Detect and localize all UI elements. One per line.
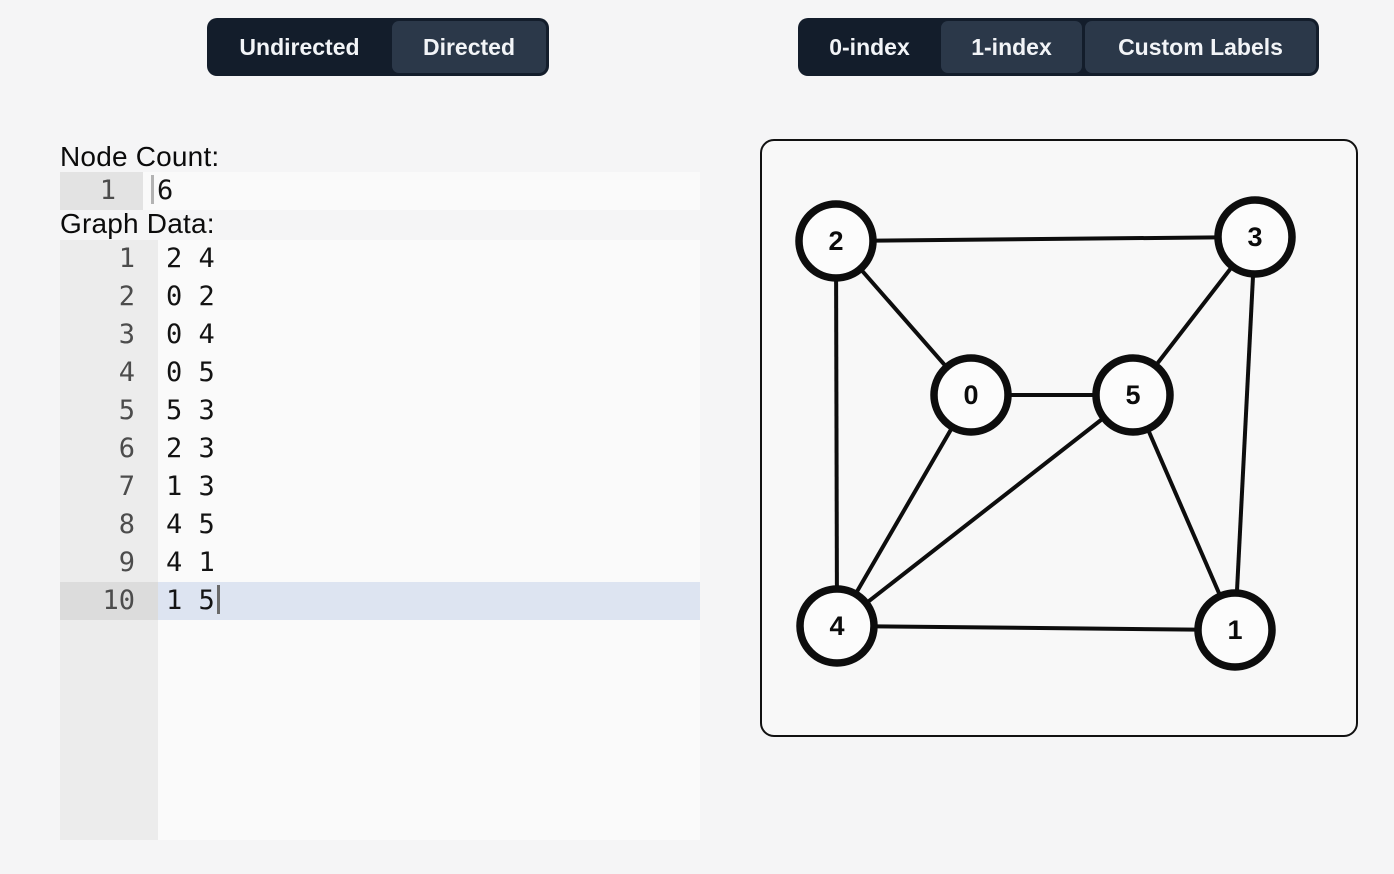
graph-edge-1-5 <box>1131 394 1237 631</box>
line-number: 3 <box>60 316 158 354</box>
editor-row: 1 6 <box>60 172 700 210</box>
node-circle[interactable] <box>1092 354 1174 436</box>
code-line[interactable]: 1 3 <box>166 471 215 502</box>
editor-row: 7 1 3 <box>60 468 700 506</box>
line-number: 7 <box>60 468 158 506</box>
graph-edge-0-4 <box>835 393 973 628</box>
graph-edge-2-4 <box>834 240 839 627</box>
line-number: 2 <box>60 278 158 316</box>
code-line[interactable]: 2 3 <box>166 433 215 464</box>
code-line[interactable]: 5 3 <box>166 395 215 426</box>
node-label: 3 <box>1247 222 1262 252</box>
graph-edge-4-5 <box>835 393 1135 628</box>
graph-svg: 2 3 0 5 4 1 <box>795 196 1296 671</box>
graph-data-editor[interactable]: 1 2 4 2 0 2 3 0 4 4 0 5 5 5 3 6 2 3 7 1 … <box>60 240 700 840</box>
graph-node-3[interactable]: 3 <box>1214 196 1296 278</box>
line-number: 5 <box>60 392 158 430</box>
text-cursor <box>216 585 220 614</box>
node-circle[interactable] <box>1214 196 1296 278</box>
line-number: 1 <box>60 172 143 210</box>
node-label: 2 <box>828 226 843 256</box>
graph-data-label: Graph Data: <box>60 208 215 239</box>
text-cursor <box>151 175 154 204</box>
node-circle[interactable] <box>930 354 1012 436</box>
node-label: 4 <box>829 611 844 641</box>
graph-node-1[interactable]: 1 <box>1194 589 1276 671</box>
graph-edge-4-1 <box>836 624 1236 632</box>
code-line[interactable]: 2 4 <box>166 243 215 274</box>
line-number: 10 <box>60 582 158 620</box>
node-label: 5 <box>1125 380 1140 410</box>
graph-edge-1-3 <box>1233 236 1257 631</box>
line-number: 6 <box>60 430 158 468</box>
toggle-1-index[interactable]: 1-index <box>941 21 1082 73</box>
node-label: 1 <box>1227 615 1242 645</box>
editor-row: 6 2 3 <box>60 430 700 468</box>
graph-node-2[interactable]: 2 <box>795 200 877 282</box>
editor-row-active: 10 1 5 <box>60 582 700 620</box>
graph-edge-2-3 <box>835 235 1256 243</box>
node-label: 0 <box>963 380 978 410</box>
code-line[interactable]: 0 2 <box>166 281 215 312</box>
toggle-custom-labels[interactable]: Custom Labels <box>1085 21 1316 73</box>
editor-row: 1 2 4 <box>60 240 700 278</box>
node-circle[interactable] <box>1194 589 1276 671</box>
toggle-undirected[interactable]: Undirected <box>239 33 360 60</box>
code-line[interactable]: 4 5 <box>166 509 215 540</box>
code-line[interactable]: 0 4 <box>166 319 215 350</box>
editor-row: 2 0 2 <box>60 278 700 316</box>
editor-row: 5 5 3 <box>60 392 700 430</box>
editor-row: 4 0 5 <box>60 354 700 392</box>
editor-row: 8 4 5 <box>60 506 700 544</box>
code-line[interactable]: 0 5 <box>166 357 215 388</box>
code-line[interactable]: 4 1 <box>166 547 215 578</box>
indexing-toggle: 0-index 1-index Custom Labels <box>798 18 1319 76</box>
graph-node-5[interactable]: 5 <box>1092 354 1174 436</box>
code-line[interactable]: 1 5 <box>158 582 700 620</box>
code-line[interactable]: 6 <box>143 172 700 210</box>
editor-row: 3 0 4 <box>60 316 700 354</box>
graph-canvas[interactable]: 2 3 0 5 4 1 <box>760 139 1358 737</box>
line-number: 1 <box>60 240 158 278</box>
graph-node-4[interactable]: 4 <box>796 585 878 667</box>
node-count-editor[interactable]: 1 6 <box>60 172 700 210</box>
toggle-0-index[interactable]: 0-index <box>829 33 910 60</box>
editor-row: 9 4 1 <box>60 544 700 582</box>
line-number: 4 <box>60 354 158 392</box>
line-number: 8 <box>60 506 158 544</box>
direction-toggle: Undirected Directed <box>207 18 549 76</box>
node-count-label: Node Count: <box>60 141 220 172</box>
line-number: 9 <box>60 544 158 582</box>
toggle-directed[interactable]: Directed <box>392 21 546 73</box>
graph-node-0[interactable]: 0 <box>930 354 1012 436</box>
node-circle[interactable] <box>795 200 877 282</box>
node-circle[interactable] <box>796 585 878 667</box>
